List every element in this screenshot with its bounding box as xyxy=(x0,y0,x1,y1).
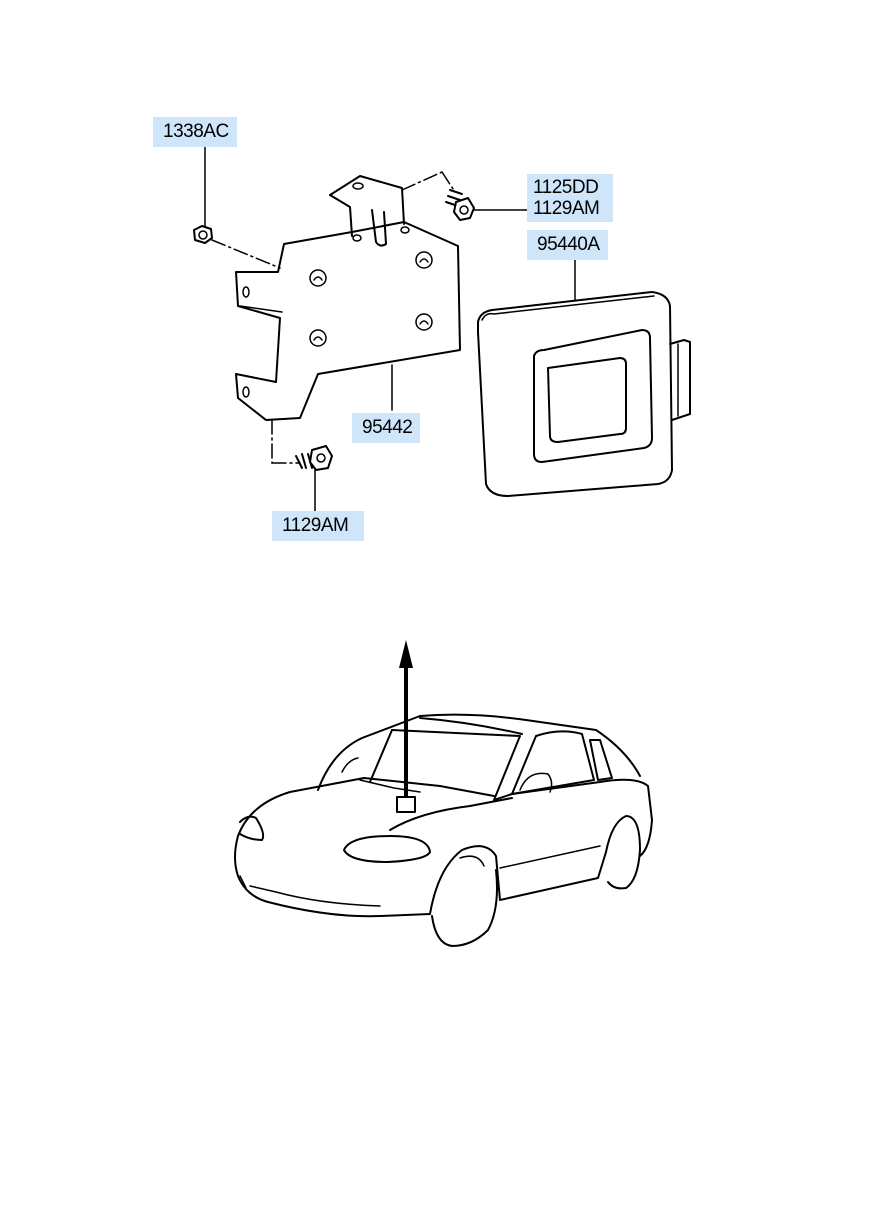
nut-icon[interactable] xyxy=(193,225,213,244)
part-label-95442[interactable]: 95442 xyxy=(352,413,421,443)
car-icon xyxy=(234,713,653,947)
assembly-lines xyxy=(211,171,456,464)
part-label-1125DD[interactable]: 1125DD xyxy=(533,177,599,198)
leader-lines xyxy=(204,144,576,513)
bolt-icon[interactable] xyxy=(295,445,333,471)
part-label-95440A[interactable]: 95440A xyxy=(527,230,608,260)
bracket-icon[interactable] xyxy=(235,175,461,421)
control-module-icon[interactable] xyxy=(477,291,691,497)
module-location-marker xyxy=(396,796,416,813)
part-label-1129AM-right[interactable]: 1129AM xyxy=(533,198,600,219)
location-arrow-icon xyxy=(399,640,413,797)
bracket-hole-icon xyxy=(242,251,433,398)
bolt-icon[interactable] xyxy=(445,189,475,221)
part-label-1338AC[interactable]: 1338AC xyxy=(153,117,237,147)
part-label-1129AM-bottom[interactable]: 1129AM xyxy=(272,511,365,541)
part-label-group-right: 1125DD 1129AM xyxy=(527,174,614,222)
